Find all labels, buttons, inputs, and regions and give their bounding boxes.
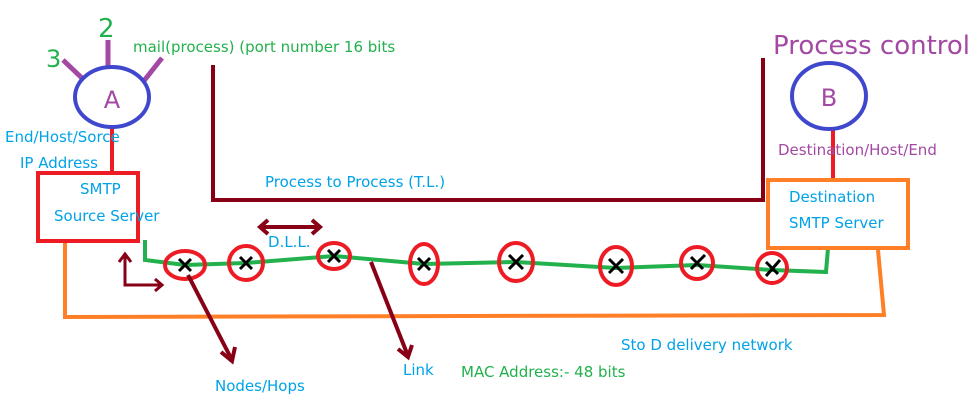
node-hop (497, 241, 535, 283)
host-b-label: B (821, 84, 837, 112)
port-line (141, 56, 164, 84)
node-hop (227, 244, 265, 282)
link-label: Link (403, 361, 434, 379)
host-a-desc-1: End/Host/Sorce (5, 128, 120, 146)
dll-double-arrow-icon (256, 218, 324, 236)
node-hop (408, 242, 440, 286)
port-line (61, 58, 86, 82)
source-server-line1: SMTP (80, 180, 121, 198)
dest-server-line1: Destination (789, 188, 875, 206)
port-3-label: 3 (46, 45, 61, 73)
process-control-label: Process control (773, 31, 970, 61)
destination-smtp-server (766, 178, 910, 250)
host-a-node (73, 65, 151, 129)
transport-label: Process to Process (T.L.) (265, 173, 445, 191)
delivery-network-line (63, 243, 887, 320)
transport-layer-bracket (211, 58, 765, 202)
node-hop (316, 241, 352, 271)
network-label: Sto D delivery network (621, 336, 793, 354)
dll-label: D.L.L. (268, 233, 311, 251)
source-smtp-server (36, 171, 140, 243)
node-hop (755, 251, 789, 285)
node-hop (163, 249, 207, 281)
port-2-label: 2 (98, 14, 115, 44)
host-b-node (790, 61, 868, 131)
host-a-label: A (104, 86, 121, 114)
nodes-pointer-arrow-icon (186, 274, 237, 365)
port-note: mail(process) (port number 16 bits (133, 38, 395, 56)
host-b-desc: Destination/Host/End (778, 141, 937, 159)
mac-label: MAC Address:- 48 bits (461, 363, 626, 381)
nodes-label: Nodes/Hops (215, 377, 305, 395)
source-server-line2: Source Server (54, 207, 160, 225)
link-path (143, 240, 830, 275)
dest-server-line2: SMTP Server (789, 214, 884, 232)
link-pointer-arrow-icon (369, 261, 414, 361)
nodes (163, 241, 789, 287)
corner-arrow-icon (117, 251, 165, 293)
node-hop (679, 245, 715, 281)
node-hop (598, 245, 634, 287)
host-a-desc-2: IP Address (20, 154, 98, 172)
